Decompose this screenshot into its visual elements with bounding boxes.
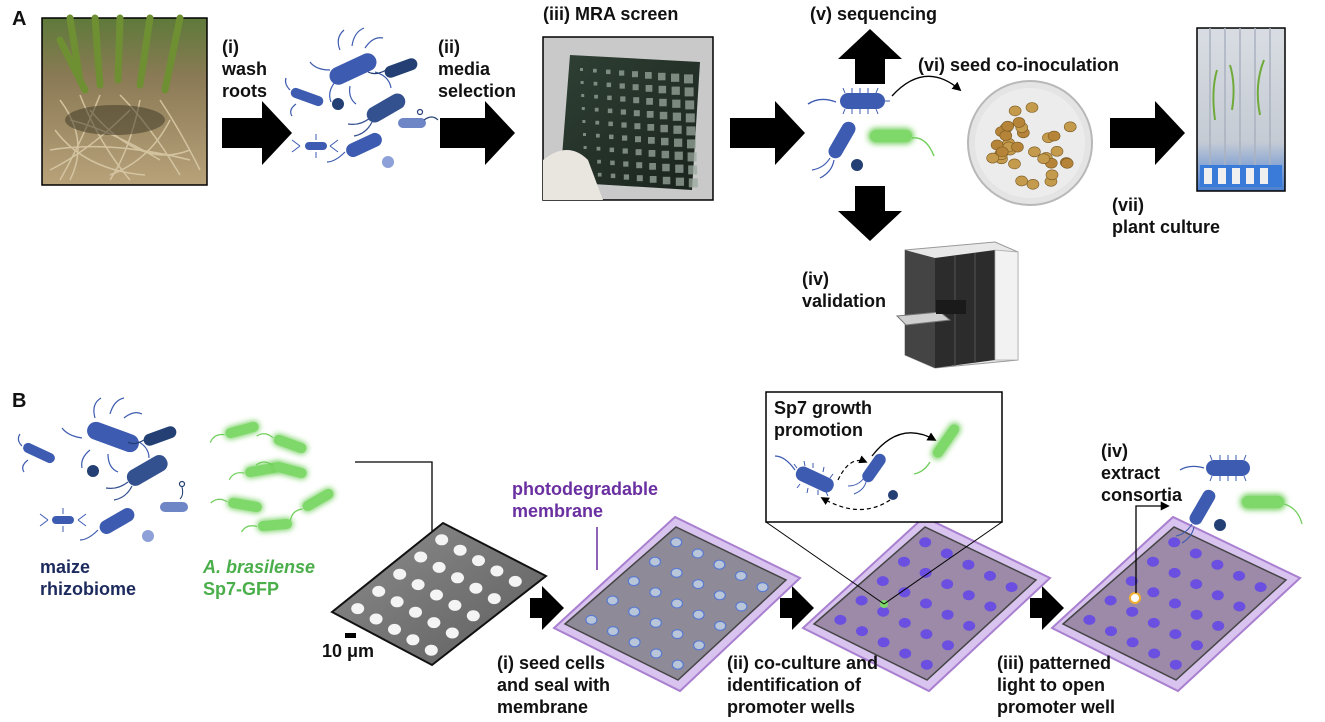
step-b-ii-line3: promoter wells bbox=[727, 697, 856, 717]
step-b-iii-line2: light to open bbox=[997, 675, 1105, 695]
step-b-ii-label: (ii) co-culture and identification of pr… bbox=[727, 652, 878, 718]
microwell-array-bare bbox=[330, 521, 548, 667]
strain-label: A. brasilense Sp7-GFP bbox=[203, 556, 315, 600]
plant-culture-photo bbox=[1196, 27, 1286, 192]
scale-bar bbox=[345, 633, 356, 638]
step-a-v-label: (v) sequencing bbox=[810, 4, 938, 24]
bacteria-community-a bbox=[284, 27, 439, 168]
scale-bar-label: 10 μm bbox=[322, 641, 375, 661]
step-b-ii-line2: identification of bbox=[727, 675, 861, 695]
step-b-i-line3: membrane bbox=[497, 697, 589, 717]
seeds bbox=[986, 102, 1077, 190]
step-a-iv-line1: validation bbox=[802, 291, 887, 311]
extract-num: (iv) bbox=[1101, 441, 1128, 461]
growth-promotion-inset bbox=[765, 391, 1003, 605]
step-b-i-line1: (i) seed cells bbox=[497, 653, 606, 673]
arrow-up bbox=[838, 29, 902, 84]
step-a-i-line2: roots bbox=[222, 81, 267, 101]
step-b-iii-label: (iii) patterned light to open promoter w… bbox=[997, 652, 1115, 718]
step-a-iv-label: (iv) validation bbox=[802, 268, 886, 312]
step-b-iii-line3: promoter well bbox=[997, 697, 1116, 717]
inset-title: Sp7 growth promotion bbox=[774, 397, 872, 441]
arrow-a3 bbox=[730, 101, 805, 165]
plate-reader-instrument bbox=[895, 241, 1019, 369]
bacteria-community-b bbox=[17, 397, 188, 542]
step-a-ii-label: (ii) media selection bbox=[438, 36, 516, 102]
opened-well bbox=[1129, 592, 1141, 604]
selected-bacteria bbox=[807, 75, 962, 179]
step-b-i-line2: and seal with bbox=[497, 675, 611, 695]
membrane-line2: membrane bbox=[512, 501, 604, 521]
seeding-arrow bbox=[355, 461, 437, 555]
arrow-a2 bbox=[440, 101, 515, 165]
step-b-i-label: (i) seed cells and seal with membrane bbox=[497, 652, 610, 718]
extract-line1: extract bbox=[1101, 463, 1161, 483]
microwell-array-opened bbox=[1050, 515, 1302, 693]
community-line2: rhizobiome bbox=[40, 579, 137, 599]
panel-a-letter: A bbox=[12, 8, 27, 30]
microwell-array-coculture bbox=[801, 515, 1052, 693]
step-a-i-label: (i) wash roots bbox=[222, 36, 267, 102]
chip-wells bbox=[580, 68, 698, 188]
step-a-ii-line2: selection bbox=[438, 81, 517, 101]
extract-arrow bbox=[1135, 501, 1170, 593]
step-a-i-line1: wash bbox=[222, 59, 268, 79]
arrow-b1 bbox=[530, 586, 564, 630]
extracted-consortia bbox=[1175, 454, 1303, 544]
membrane-line1: photodegradable bbox=[512, 479, 659, 499]
gfp-bacteria-group bbox=[209, 420, 335, 533]
arrow-b2 bbox=[780, 586, 814, 630]
community-label: maize rhizobiome bbox=[40, 556, 136, 600]
arrow-down bbox=[838, 186, 902, 241]
membrane-label: photodegradable membrane bbox=[512, 478, 658, 522]
step-a-i-num: (i) bbox=[222, 37, 239, 57]
step-b-iii-line1: (iii) patterned bbox=[997, 653, 1112, 673]
arrow-a1 bbox=[222, 101, 292, 165]
step-a-vi-label: (vi) seed co-inoculation bbox=[918, 55, 1120, 75]
step-a-vii-label: (vii) plant culture bbox=[1112, 194, 1220, 238]
strain-species: A. brasilense bbox=[203, 557, 316, 577]
step-a-vii-line1: plant culture bbox=[1112, 217, 1221, 237]
strain-name: Sp7-GFP bbox=[203, 579, 280, 599]
step-b-ii-line1: (ii) co-culture and bbox=[727, 653, 879, 673]
microwell-array-sealed bbox=[552, 515, 802, 693]
step-a-vii-num: (vii) bbox=[1112, 195, 1145, 215]
mra-chip-photo bbox=[542, 36, 714, 201]
arrow-b3 bbox=[1030, 586, 1064, 630]
panel-a bbox=[41, 14, 1286, 369]
panel-b-letter: B bbox=[12, 390, 27, 412]
step-a-iv-num: (iv) bbox=[802, 269, 829, 289]
inset-title-line1: Sp7 growth bbox=[774, 398, 872, 418]
extract-line2: consortia bbox=[1101, 485, 1183, 505]
community-line1: maize bbox=[40, 557, 91, 577]
step-a-iii-label: (iii) MRA screen bbox=[543, 4, 679, 24]
roots-photo bbox=[41, 14, 208, 186]
step-a-ii-num: (ii) bbox=[438, 37, 460, 57]
step-a-ii-line1: media bbox=[438, 59, 491, 79]
extract-label: (iv) extract consortia bbox=[1101, 440, 1182, 506]
petri-dish bbox=[967, 80, 1093, 206]
panel-b bbox=[17, 391, 1303, 693]
inset-title-line2: promotion bbox=[774, 420, 863, 440]
arrow-a4 bbox=[1110, 101, 1185, 165]
